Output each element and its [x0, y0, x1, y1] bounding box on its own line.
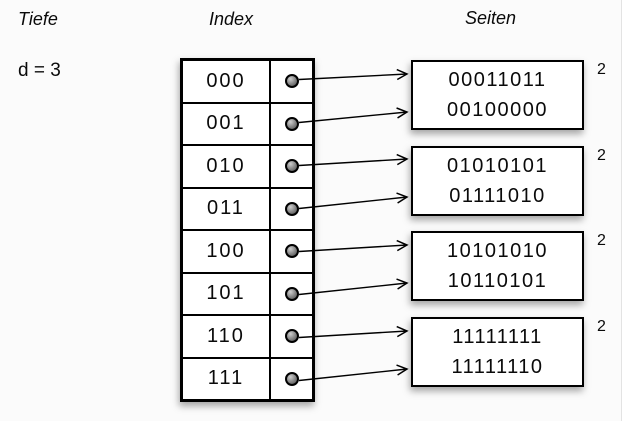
index-row: 101 [183, 271, 312, 315]
index-entry-bits: 011 [183, 188, 271, 229]
arrow-010-to-page2 [298, 153, 409, 167]
arrow-110-to-page4 [298, 325, 409, 339]
arrow-111-to-page4 [298, 364, 409, 382]
index-row: 111 [183, 356, 312, 400]
page-record: 01111010 [449, 185, 546, 207]
pointer-dot-icon [284, 286, 299, 301]
local-depth-badge: 2 [597, 61, 606, 78]
page-record: 01010101 [447, 155, 548, 177]
index-table: 000 001 010 011 100 101 110 111 [180, 58, 315, 402]
index-entry-bits: 101 [183, 273, 271, 314]
index-title: Index [209, 9, 254, 29]
page-record: 00011011 [448, 69, 547, 91]
arrow-000-to-page1 [298, 68, 409, 81]
pointer-cell [271, 104, 312, 145]
index-entry-bits: 111 [183, 358, 271, 399]
arrow-100-to-page3 [298, 239, 409, 253]
index-entry-bits: 100 [183, 231, 271, 272]
pointer-cell [271, 316, 312, 357]
pointer-cell [271, 146, 312, 187]
pointer-dot-icon [284, 116, 299, 131]
local-depth-badge: 2 [597, 318, 606, 335]
index-row: 000 [183, 61, 312, 102]
page-record: 00100000 [447, 99, 548, 121]
arrow-101-to-page3 [298, 278, 409, 296]
index-row: 010 [183, 144, 312, 187]
local-depth-badge: 2 [597, 147, 606, 164]
index-entry-bits: 110 [183, 316, 271, 357]
page-record: 10101010 [447, 240, 548, 262]
index-row: 100 [183, 229, 312, 272]
local-depth-badge: 2 [597, 232, 606, 249]
pointer-dot-icon [284, 371, 299, 386]
pages-title: Seiten [465, 8, 517, 28]
index-row: 011 [183, 186, 312, 230]
index-entry-bits: 010 [183, 146, 271, 187]
page-box: 11111111 11111110 [411, 317, 584, 387]
index-entry-bits: 000 [183, 61, 271, 102]
page-record: 11111111 [452, 326, 543, 348]
pointer-cell [271, 359, 312, 400]
page-record: 10110101 [447, 270, 548, 292]
arrow-001-to-page1 [298, 107, 409, 124]
pointer-dot-icon [284, 74, 299, 89]
pointer-cell [271, 274, 312, 315]
pointer-cell [271, 231, 312, 272]
page-box: 01010101 01111010 [411, 146, 584, 216]
pointer-dot-icon [284, 244, 299, 259]
arrow-011-to-page2 [298, 192, 409, 210]
page-box: 10101010 10110101 [411, 231, 584, 301]
index-row: 001 [183, 101, 312, 145]
pointer-dot-icon [284, 201, 299, 216]
pointer-cell [271, 61, 312, 102]
page-record: 11111110 [451, 356, 544, 378]
pointer-cell [271, 189, 312, 230]
slide-edge-divider [621, 0, 629, 421]
depth-title: Tiefe [18, 9, 58, 29]
page-box: 00011011 00100000 [411, 60, 584, 130]
pointer-dot-icon [284, 329, 299, 344]
index-entry-bits: 001 [183, 103, 271, 144]
depth-value: d = 3 [18, 60, 61, 81]
pointer-dot-icon [284, 159, 299, 174]
index-row: 110 [183, 314, 312, 357]
